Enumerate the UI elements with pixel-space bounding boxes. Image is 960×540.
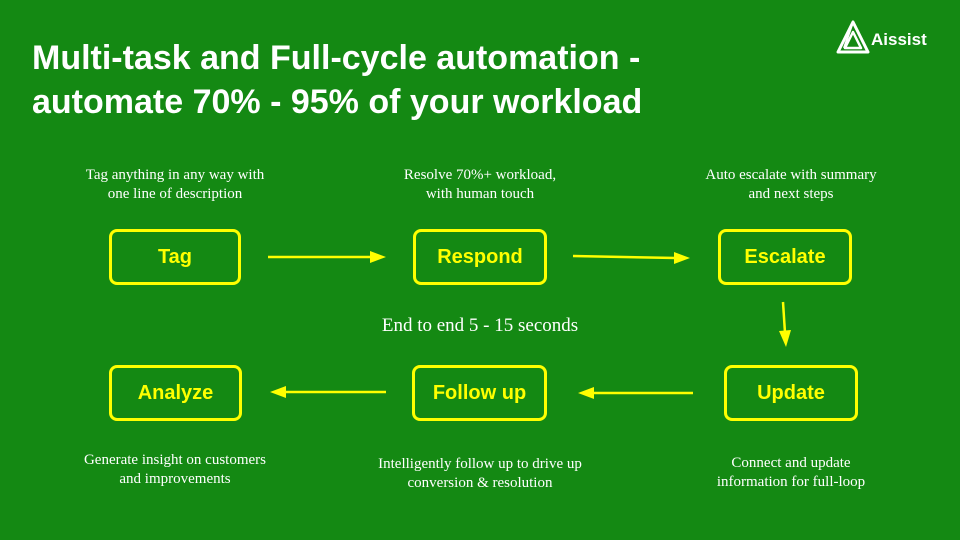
respond-desc-line-2: with human touch [425,186,535,202]
escalate-desc-line-1: Auto escalate with summary [705,167,877,183]
follow-up-step: Follow up [412,365,547,421]
timing-note: End to end 5 - 15 seconds [381,315,579,336]
slide-title: Multi-task and Full-cycle automation - a… [32,36,832,124]
brand-logo: Aissist [836,20,946,56]
analyze-step: Analyze [109,365,242,421]
tag-description: Tag anything in any way with one line of… [55,166,295,204]
escalate-step: Escalate [718,229,852,285]
arrow-respond-to-escalate-icon [572,252,690,264]
escalate-desc-line-2: and next steps [748,186,834,202]
arrow-escalate-to-update-icon [779,301,791,347]
tag-desc-line-2: one line of description [107,186,243,202]
title-line-1: Multi-task and Full-cycle automation - [32,39,641,77]
respond-step: Respond [413,229,547,285]
follow-up-desc-line-1: Intelligently follow up to drive up [378,456,582,472]
arrow-follow-up-to-analyze-icon [270,386,386,398]
follow-up-description: Intelligently follow up to drive up conv… [340,455,620,493]
arrow-update-to-follow-up-icon [578,387,693,399]
analyze-description: Generate insight on customers and improv… [55,451,295,489]
update-description: Connect and update information for full-… [671,454,911,492]
update-step: Update [724,365,858,421]
follow-up-desc-line-2: conversion & resolution [407,475,553,491]
update-desc-line-2: information for full-loop [716,474,866,490]
tag-step: Tag [109,229,241,285]
update-desc-line-1: Connect and update [731,455,851,471]
aissist-logo-icon [836,20,870,54]
analyze-desc-line-2: and improvements [119,471,231,487]
analyze-desc-line-1: Generate insight on customers [83,452,267,468]
escalate-description: Auto escalate with summary and next step… [671,166,911,204]
arrow-tag-to-respond-icon [268,251,386,263]
tag-desc-line-1: Tag anything in any way with [85,167,265,183]
respond-description: Resolve 70%+ workload, with human touch [360,166,600,204]
title-line-2: automate 70% - 95% of your workload [32,83,643,121]
brand-name: Aissist [871,30,927,49]
respond-desc-line-1: Resolve 70%+ workload, [403,167,557,183]
